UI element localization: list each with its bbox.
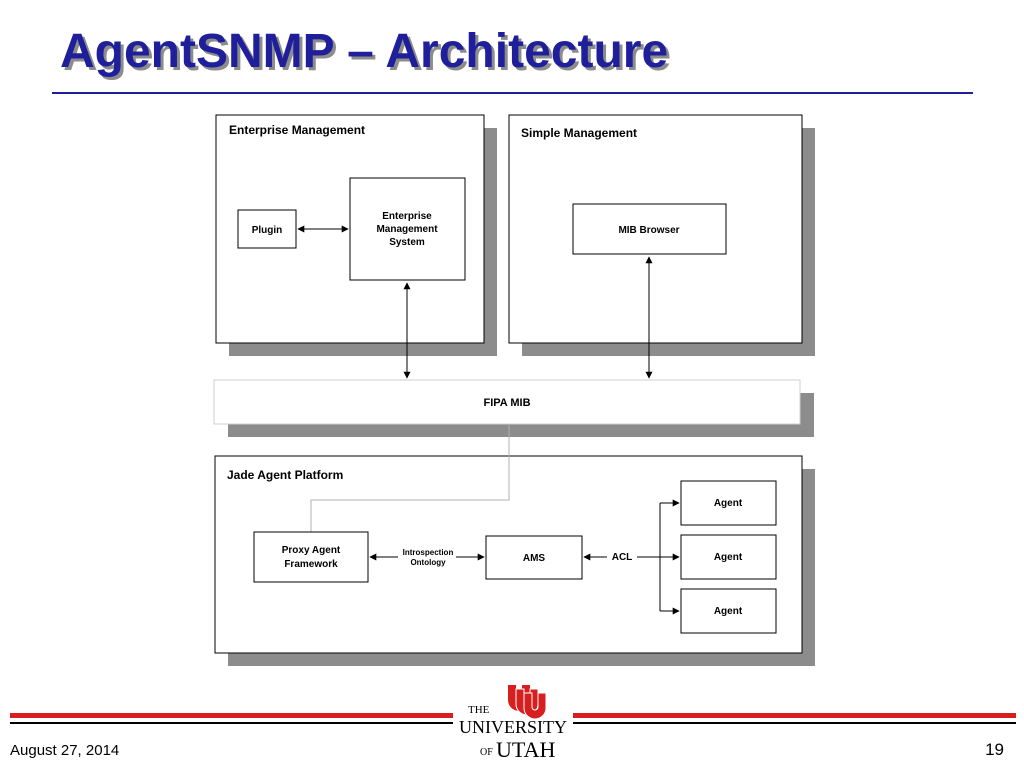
agent-box-1 [680, 480, 777, 526]
proxy-line-1: Proxy Agent [282, 545, 341, 556]
architecture-diagram: Enterprise Management Plugin Enterprise … [213, 114, 815, 666]
logo-university: UNIVERSITY [459, 717, 567, 737]
ams-box [485, 535, 583, 580]
university-of-utah-logo: THE UNIVERSITY OF UTAH [459, 685, 567, 762]
enterprise-management-title: Enterprise Management [229, 123, 365, 137]
footer-black-line-right [573, 722, 1016, 724]
logo-the: THE [468, 704, 490, 716]
introspection-line-1: Introspection [403, 548, 454, 557]
ams-label: AMS [523, 553, 546, 564]
acl-label: ACL [612, 552, 633, 563]
fipa-proxy-connector [310, 424, 510, 532]
agent-label-1: Agent [714, 498, 743, 509]
page-number: 19 [985, 740, 1004, 759]
footer-red-bar-right [573, 713, 1016, 718]
agent-box-3 [680, 588, 777, 634]
title-underline [52, 92, 973, 94]
ems-line-1: Enterprise [382, 211, 432, 222]
jade-agent-platform-title: Jade Agent Platform [227, 468, 343, 482]
logo-utah: UTAH [496, 737, 555, 762]
proxy-line-2: Framework [284, 559, 338, 570]
mib-browser-box [572, 203, 727, 255]
agent-label-2: Agent [714, 552, 743, 563]
plugin-label: Plugin [252, 225, 283, 236]
fipa-mib-label: FIPA MIB [483, 397, 530, 409]
mib-browser-label: MIB Browser [618, 225, 679, 236]
footer-date: August 27, 2014 [10, 742, 120, 759]
plugin-box [237, 209, 297, 249]
footer-red-bar-left [10, 713, 453, 718]
acl-label-bg [607, 549, 637, 563]
introspection-line-2: Ontology [410, 558, 446, 567]
slide-title: AgentSNMP – Architecture [60, 25, 669, 78]
enterprise-management-system-box [349, 177, 466, 281]
agent-label-3: Agent [714, 606, 743, 617]
logo-of: OF [480, 747, 493, 758]
fipa-mib-bar [213, 379, 801, 425]
agent-box-2 [680, 534, 777, 580]
footer-black-line-left [10, 722, 453, 724]
block-u-mark [508, 685, 547, 720]
proxy-agent-framework-box [253, 531, 369, 583]
ems-line-2: Management [376, 224, 438, 235]
introspection-label-bg [398, 546, 456, 568]
ems-line-3: System [389, 237, 425, 248]
simple-management-title: Simple Management [521, 126, 637, 140]
